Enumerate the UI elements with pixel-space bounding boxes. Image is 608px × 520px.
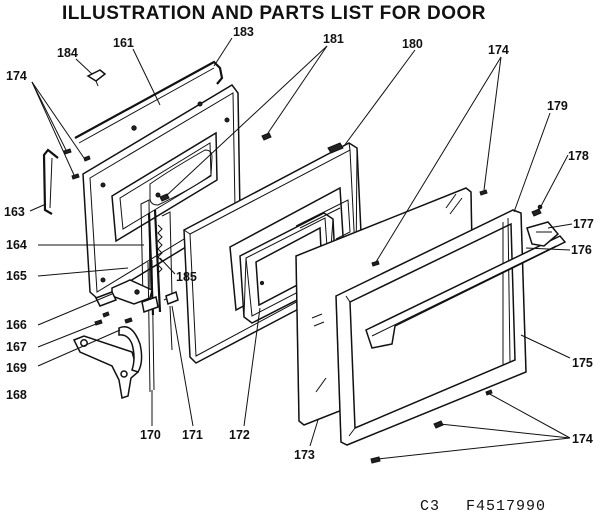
screws-174-bottom [370, 389, 493, 464]
callout-176: 176 [571, 243, 592, 257]
callout-178: 178 [568, 149, 589, 163]
footer-code: C3 [420, 498, 440, 515]
callout-181: 181 [323, 32, 344, 46]
side-gasket-163 [42, 148, 59, 215]
window-assembly-172 [239, 199, 351, 324]
spring-185 [157, 224, 163, 274]
callout-164: 164 [6, 238, 27, 252]
callout-174-top: 174 [488, 43, 509, 57]
callout-167: 167 [6, 340, 27, 354]
callout-168: 168 [6, 388, 27, 402]
callout-185: 185 [176, 270, 197, 284]
callout-180: 180 [402, 37, 423, 51]
outer-door-frame-175 [335, 209, 527, 446]
clip-184 [86, 69, 107, 87]
callout-174-bottom: 174 [572, 432, 593, 446]
footer-model-number: F4517990 [466, 498, 546, 515]
leader-lines [29, 37, 573, 460]
screws-174-top [371, 189, 488, 267]
callout-165: 165 [6, 269, 27, 283]
pivot-pin-171 [165, 290, 179, 351]
callout-184: 184 [57, 46, 78, 60]
diagram-title: ILLUSTRATION AND PARTS LIST FOR DOOR [62, 3, 486, 24]
callout-163: 163 [4, 205, 25, 219]
callout-183: 183 [233, 25, 254, 39]
callout-172: 172 [229, 428, 250, 442]
callout-170: 170 [140, 428, 161, 442]
door-gasket-183 [74, 60, 224, 144]
callout-179: 179 [547, 99, 568, 113]
screws-167 [94, 311, 133, 326]
hinge-assembly-168 [72, 326, 143, 399]
callout-175: 175 [572, 356, 593, 370]
hinge-arm-170 [141, 259, 159, 393]
callout-166: 166 [6, 318, 27, 332]
callout-labels: 184 161 183 174 181 180 174 179 178 177 … [4, 25, 594, 462]
screws-181 [159, 132, 272, 202]
callout-173: 173 [294, 448, 315, 462]
callout-177: 177 [573, 217, 594, 231]
callout-171: 171 [182, 428, 203, 442]
callout-161: 161 [113, 36, 134, 50]
hinge-bracket-166 [94, 279, 153, 307]
callout-174-left: 174 [6, 69, 27, 83]
screws-174-left [63, 148, 91, 180]
callout-169: 169 [6, 361, 27, 375]
